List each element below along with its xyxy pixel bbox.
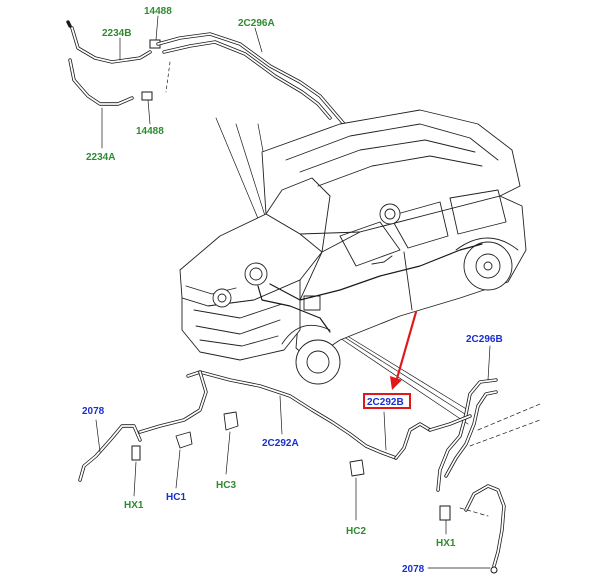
highlight-arrow xyxy=(390,310,418,390)
highlight-box-2c292b[interactable] xyxy=(363,393,411,409)
part-labels: 14488 2234B 2C296A 14488 2234A 2C296B 2C… xyxy=(82,6,503,575)
hx1-bracket-right xyxy=(439,505,451,521)
label-2c296b[interactable]: 2C296B xyxy=(466,334,503,345)
label-hx1-left[interactable]: HX1 xyxy=(124,500,144,511)
brake-booster xyxy=(244,262,268,286)
label-hc1[interactable]: HC1 xyxy=(166,492,186,503)
label-2078-left[interactable]: 2078 xyxy=(82,406,105,417)
label-2234a[interactable]: 2234A xyxy=(86,152,115,163)
label-hc3[interactable]: HC3 xyxy=(216,480,236,491)
rear-pipe-assembly xyxy=(66,15,346,149)
label-14488-bottom[interactable]: 14488 xyxy=(136,126,164,137)
label-2234b[interactable]: 2234B xyxy=(102,28,131,39)
clip-hc1 xyxy=(175,431,193,449)
connector-14488-bottom xyxy=(141,91,153,101)
front-left-disc xyxy=(212,288,232,308)
label-2c292b[interactable]: 2C292B xyxy=(367,397,404,408)
clip-hc3 xyxy=(223,411,239,431)
front-pipe-assembly xyxy=(78,370,432,521)
abs-module xyxy=(303,295,321,311)
rear-left-disc xyxy=(379,203,401,225)
front-wheel xyxy=(295,339,341,385)
label-hc2[interactable]: HC2 xyxy=(346,526,366,537)
label-hx1-right[interactable]: HX1 xyxy=(436,538,456,549)
rear-wheel xyxy=(463,241,513,291)
rear-right-pipe-assembly xyxy=(427,345,541,574)
label-2c292a[interactable]: 2C292A xyxy=(262,438,299,449)
clip-hc2 xyxy=(349,459,365,477)
label-14488-top[interactable]: 14488 xyxy=(144,6,172,17)
vehicle-outline xyxy=(179,109,527,385)
label-2078-right[interactable]: 2078 xyxy=(402,564,425,575)
hx1-bracket-left xyxy=(131,445,141,461)
label-2c296a[interactable]: 2C296A xyxy=(238,18,275,29)
